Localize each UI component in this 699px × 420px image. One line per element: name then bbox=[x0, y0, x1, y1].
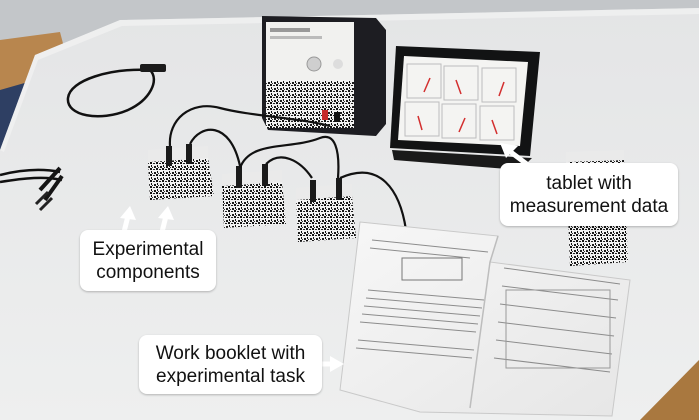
component-block bbox=[296, 178, 356, 242]
arrow-to-components bbox=[120, 206, 174, 233]
callout-booklet: Work booklet with experimental task bbox=[139, 335, 322, 394]
cable bbox=[168, 105, 408, 231]
callout-booklet-line2: experimental task bbox=[156, 366, 305, 387]
booklet bbox=[339, 221, 631, 417]
callout-booklet-line1: Work booklet with bbox=[155, 343, 306, 364]
power-supply bbox=[262, 16, 386, 136]
callout-components-line2: components bbox=[96, 262, 200, 283]
callout-tablet-line2: measurement data bbox=[509, 196, 669, 217]
callout-components-line1: Experimental bbox=[92, 239, 204, 260]
callout-components: Experimental components bbox=[80, 230, 216, 291]
component-block bbox=[148, 144, 214, 200]
arrow-to-booklet bbox=[320, 356, 344, 372]
cable bbox=[66, 68, 156, 118]
component-block bbox=[222, 164, 286, 228]
tablet bbox=[390, 46, 540, 170]
callout-tablet: tablet with measurement data bbox=[500, 163, 678, 226]
arrow-to-tablet bbox=[500, 143, 530, 167]
callout-tablet-line1: tablet with bbox=[546, 173, 632, 194]
